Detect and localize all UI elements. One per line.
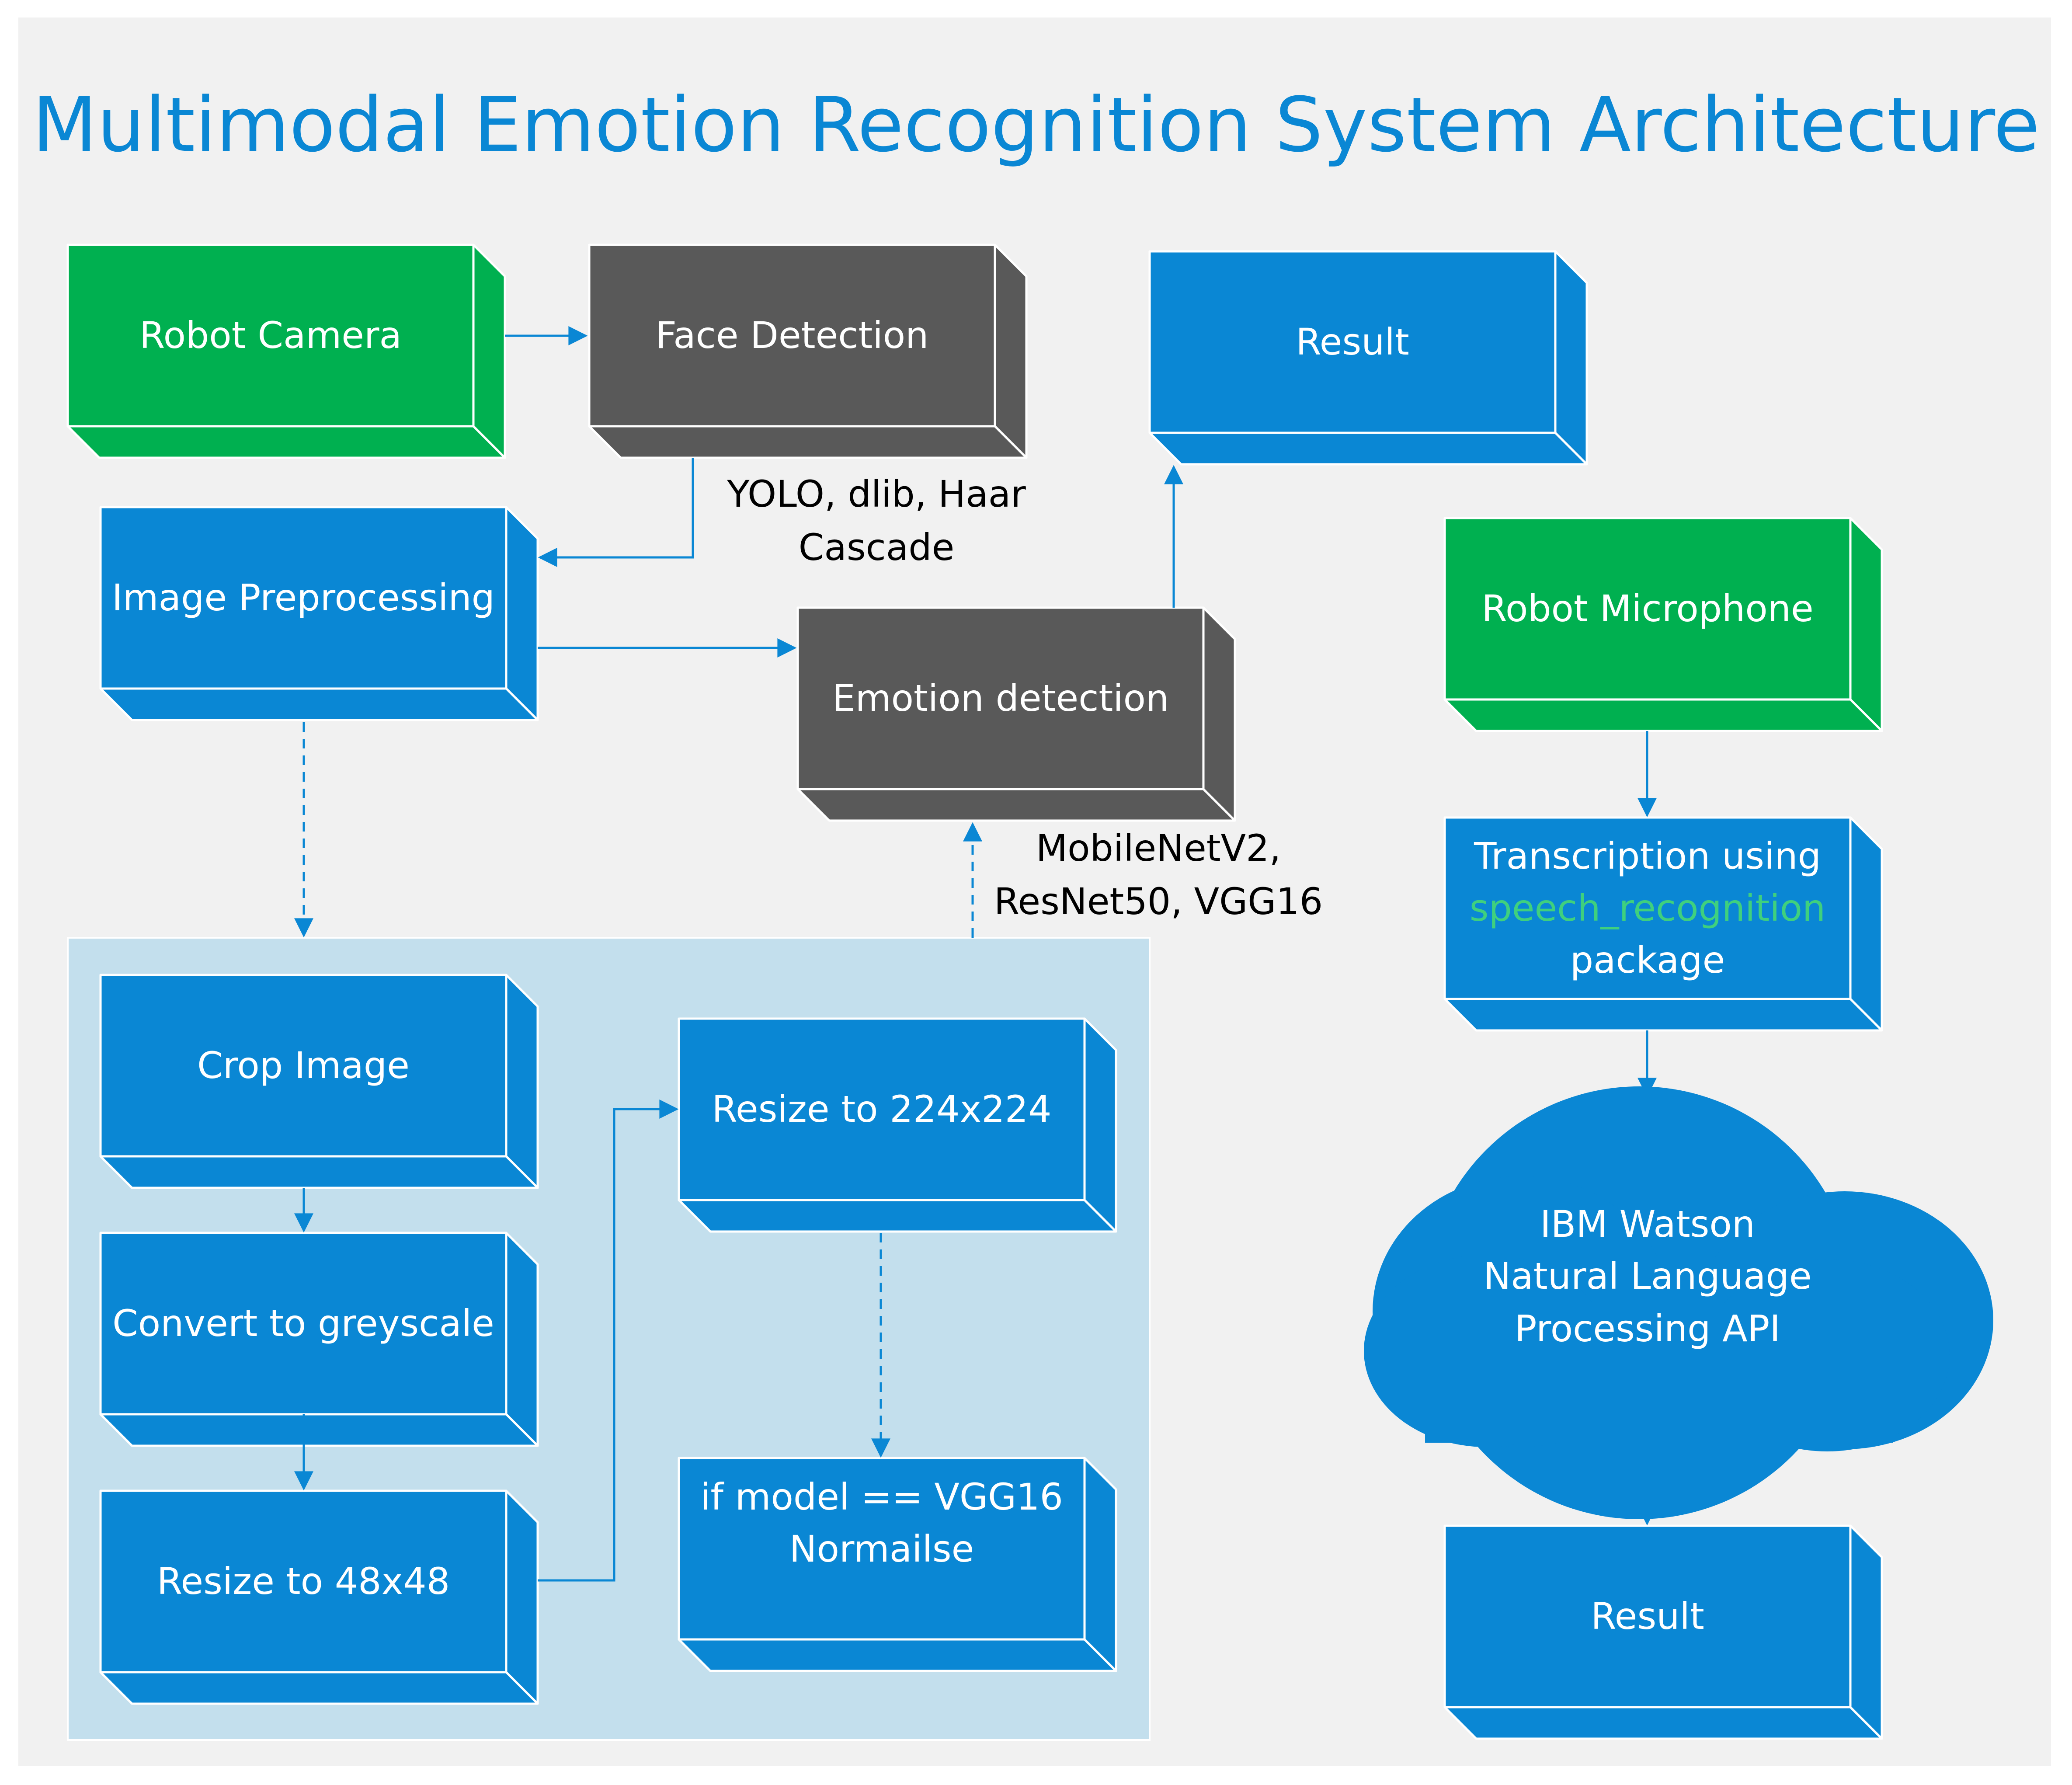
- cloud-shape: [1364, 1086, 1993, 1519]
- resize-48-node: Resize to 48x48: [101, 1491, 506, 1672]
- normalise-box-shape: [678, 1457, 1117, 1672]
- normalise-line2: Normailse: [789, 1528, 974, 1571]
- transcription-line1: Transcription using: [1474, 834, 1821, 877]
- crop-image-box-shape: [99, 974, 539, 1189]
- ibm-watson-line2: Natural Language: [1483, 1255, 1812, 1298]
- emotion-detection-node: Emotion detection: [798, 608, 1203, 789]
- resize-48-label: Resize to 48x48: [156, 1559, 450, 1603]
- resize-224-box-shape: [678, 1017, 1117, 1233]
- greyscale-label: Convert to greyscale: [112, 1301, 494, 1345]
- result-top-label: Result: [1296, 320, 1409, 363]
- emotion-detection-label: Emotion detection: [832, 676, 1169, 720]
- ibm-watson-node: IBM Watson Natural Language Processing A…: [1445, 1198, 1850, 1355]
- result-bottom-node: Result: [1445, 1526, 1850, 1707]
- robot-microphone-box-shape: [1443, 517, 1883, 732]
- resize-224-node: Resize to 224x224: [679, 1019, 1085, 1200]
- greyscale-node: Convert to greyscale: [101, 1233, 506, 1414]
- emotion-models-line1: MobileNetV2,: [1036, 827, 1281, 870]
- ibm-watson-line3: Processing API: [1514, 1307, 1781, 1350]
- crop-image-node: Crop Image: [101, 975, 506, 1156]
- page-title: Multimodal Emotion Recognition System Ar…: [32, 81, 2040, 169]
- result-bottom-box-shape: [1443, 1524, 1883, 1740]
- normalise-line1: if model == VGG16: [700, 1475, 1063, 1518]
- normalise-node: if model == VGG16 Normailse: [679, 1458, 1085, 1602]
- crop-image-label: Crop Image: [197, 1044, 410, 1087]
- face-detection-node: Face Detection: [589, 245, 995, 426]
- face-detection-label: Face Detection: [655, 313, 929, 357]
- result-top-box-shape: [1148, 250, 1588, 466]
- result-bottom-label: Result: [1591, 1594, 1704, 1638]
- greyscale-box-shape: [99, 1232, 539, 1447]
- robot-camera-box-shape: [66, 244, 506, 459]
- face-models-note: YOLO, dlib, Haar Cascade: [710, 468, 1043, 574]
- arrow-resize48-to-resize224: [538, 1100, 679, 1582]
- robot-microphone-label: Robot Microphone: [1481, 587, 1814, 630]
- resize-48-box-shape: [99, 1489, 539, 1705]
- emotion-models-note: MobileNetV2, ResNet50, VGG16: [984, 822, 1333, 929]
- transcription-node: Transcription using speech_recognition p…: [1445, 818, 1850, 999]
- face-detection-box-shape: [588, 244, 1028, 459]
- result-top-node: Result: [1150, 251, 1555, 433]
- ibm-watson-line1: IBM Watson: [1540, 1203, 1756, 1246]
- robot-microphone-node: Robot Microphone: [1445, 518, 1850, 699]
- face-models-line2: Cascade: [798, 525, 955, 569]
- image-preprocessing-box-shape: [99, 506, 539, 721]
- emotion-detection-box-shape: [796, 606, 1236, 822]
- image-preprocessing-node: Image Preprocessing: [101, 507, 506, 689]
- face-models-line1: YOLO, dlib, Haar: [727, 473, 1026, 515]
- emotion-models-line2: ResNet50, VGG16: [994, 880, 1323, 923]
- speech-recognition-package-name: speech_recognition: [1469, 886, 1826, 929]
- transcription-box-shape: [1443, 816, 1883, 1032]
- resize-224-label: Resize to 224x224: [712, 1087, 1052, 1131]
- transcription-line3: package: [1570, 939, 1725, 982]
- robot-camera-node: Robot Camera: [68, 245, 473, 426]
- robot-camera-label: Robot Camera: [139, 313, 402, 357]
- image-preprocessing-label: Image Preprocessing: [111, 576, 495, 619]
- arrow-face-to-preprocessing: [538, 458, 694, 567]
